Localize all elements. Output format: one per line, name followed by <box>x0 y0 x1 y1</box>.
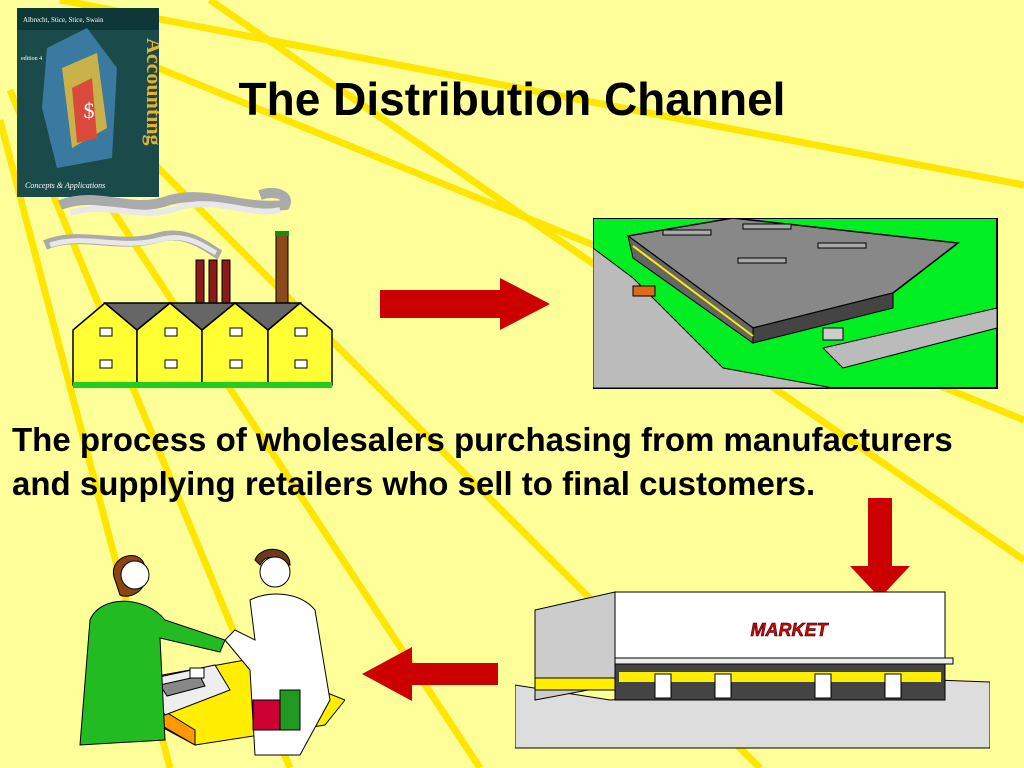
arrow-left-icon <box>362 647 498 701</box>
arrow-down-icon <box>850 498 910 598</box>
cashier-customer-icon <box>75 540 346 760</box>
slide-title: The Distribution Channel <box>0 72 1024 126</box>
book-subtitle: Concepts & Applications <box>25 181 105 190</box>
arrow-right-icon <box>380 278 550 330</box>
book-authors: Albrecht, Stice, Stice, Swain <box>23 16 104 24</box>
book-edition: edition 4 <box>21 56 42 62</box>
description-text: The process of wholesalers purchasing fr… <box>12 421 953 502</box>
warehouse-icon <box>592 217 999 390</box>
slide-title-text: The Distribution Channel <box>238 73 786 125</box>
factory-icon <box>40 185 340 390</box>
market-store-icon: MARKET <box>514 590 991 750</box>
svg-text:$: $ <box>84 98 95 123</box>
market-sign: MARKET <box>751 620 830 640</box>
